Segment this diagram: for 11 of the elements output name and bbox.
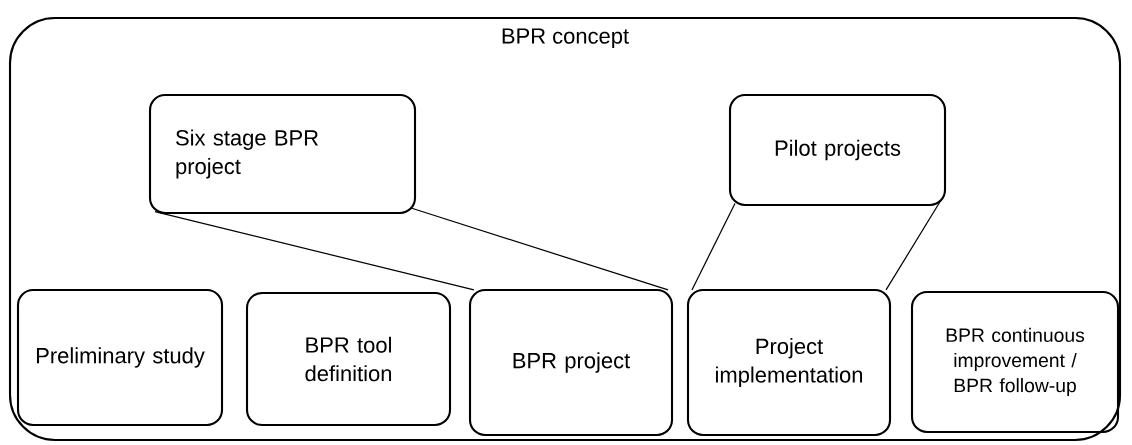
process-box: BPR continuous improvement / BPR follow-up (910, 290, 1120, 434)
process-box: BPR project (468, 288, 674, 437)
process-box: Pilot projects (728, 93, 947, 207)
process-box: BPR tool definition (245, 291, 452, 427)
connector-line (885, 199, 942, 291)
connector-line (691, 202, 736, 291)
process-box: Preliminary study (16, 288, 224, 427)
process-box: Six stage BPR project (148, 93, 417, 215)
connector-line (154, 210, 475, 291)
connector-line (410, 207, 669, 291)
process-box: Project implementation (686, 288, 892, 437)
